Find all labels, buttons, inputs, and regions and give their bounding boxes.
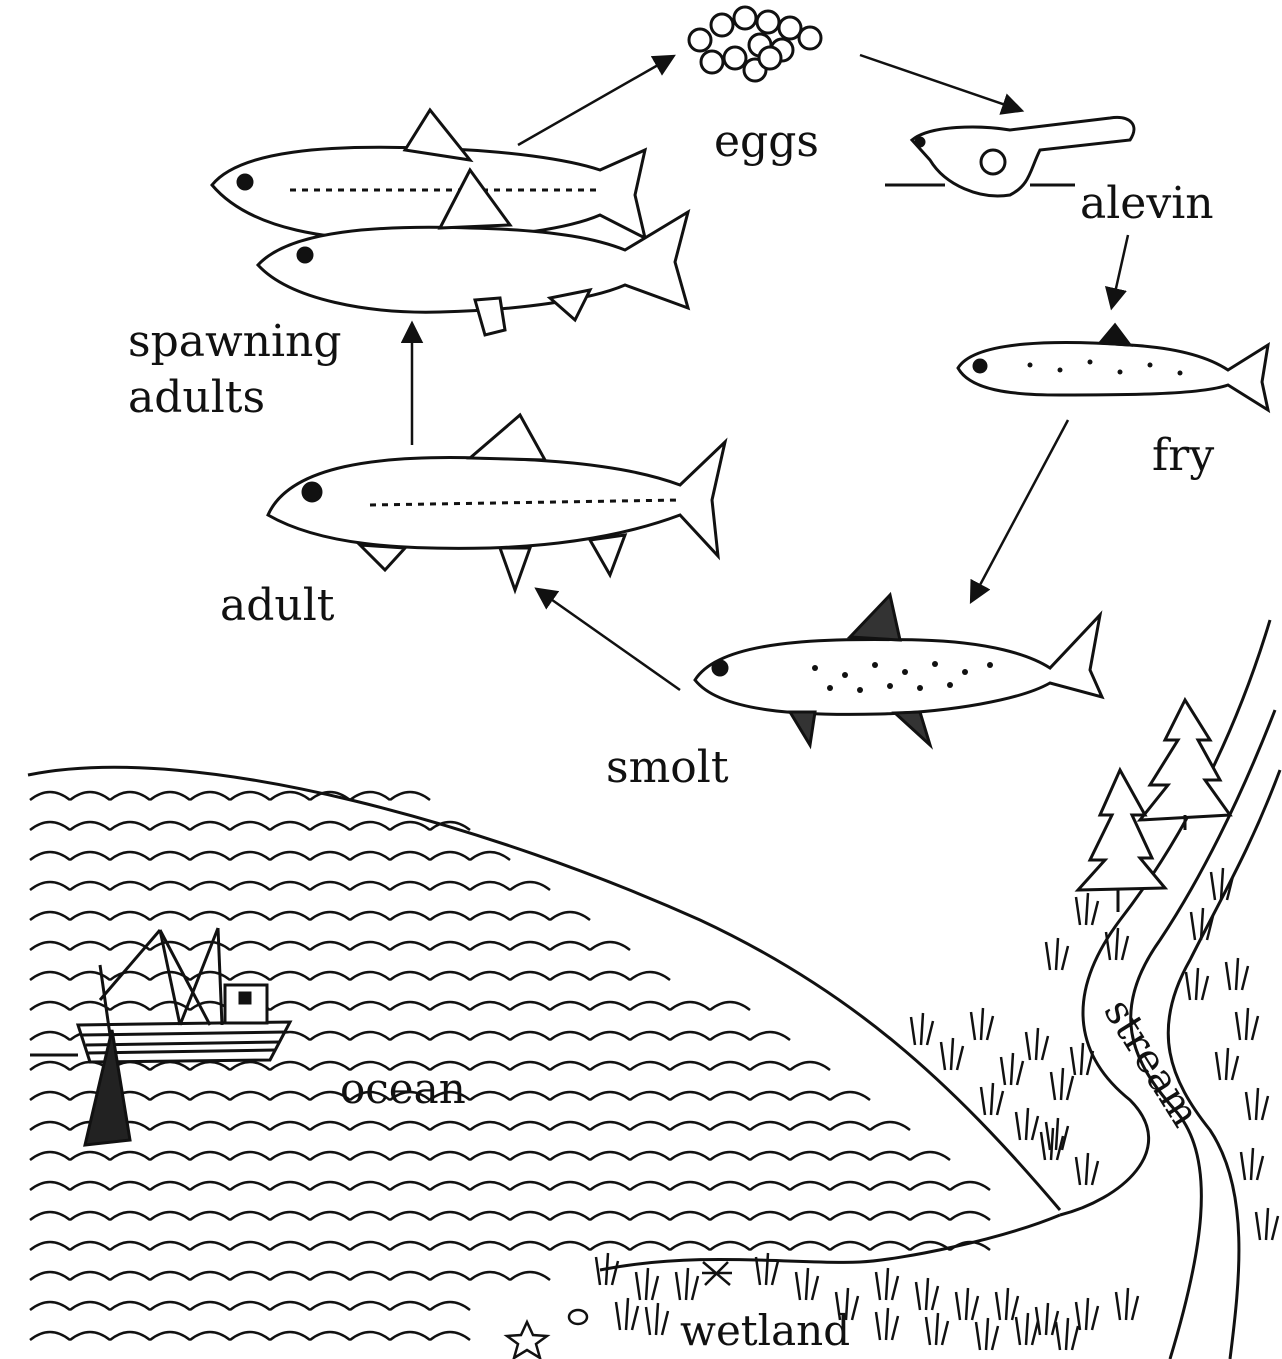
label-ocean: ocean [340, 1064, 466, 1113]
grass-tuft [1236, 1008, 1258, 1040]
grass-tuft [1076, 1153, 1098, 1185]
wave-row [30, 1332, 470, 1340]
grass-tuft [996, 1288, 1018, 1320]
egg [711, 14, 733, 36]
wave-row [30, 1272, 550, 1280]
grass-tuft [876, 1268, 898, 1300]
smolt-illustration [695, 595, 1102, 745]
egg [757, 11, 779, 33]
egg [701, 51, 723, 73]
wave-row [30, 972, 670, 980]
wave-row [30, 822, 470, 830]
grass-tuft [676, 1268, 698, 1300]
label-eggs: eggs [714, 116, 819, 167]
label-spawning-line1: spawning [128, 316, 342, 367]
grass-tuft [636, 1268, 658, 1300]
grass-tuft [1046, 1118, 1068, 1150]
grass-tuft [1256, 1208, 1278, 1240]
grass-tuft [981, 1083, 1003, 1115]
wave-row [30, 852, 510, 860]
egg [799, 27, 821, 49]
grass-tuft [1056, 1318, 1078, 1350]
label-smolt: smolt [606, 742, 729, 793]
grass-tuft [1246, 1088, 1268, 1120]
grass-tuft [941, 1038, 963, 1070]
ocean-shoreline [28, 767, 1060, 1210]
egg [734, 7, 756, 29]
grass-tuft [956, 1288, 978, 1320]
grass-tuft [1076, 1298, 1098, 1330]
label-alevin: alevin [1080, 178, 1214, 229]
grass-tuft [876, 1308, 898, 1340]
label-stream: stream [1095, 991, 1209, 1135]
tree-illustrations [1078, 700, 1230, 912]
snail-icon [569, 1310, 587, 1324]
wave-row [30, 912, 590, 920]
grass-tuft [1046, 938, 1068, 970]
label-wetland: wetland [680, 1306, 850, 1355]
adult-salmon-illustration [268, 415, 725, 590]
fry-illustration [958, 325, 1268, 410]
wave-row [30, 942, 630, 950]
grass-tuft [916, 1278, 938, 1310]
grass-tuft [1026, 1028, 1048, 1060]
wave-row [30, 882, 550, 890]
stream-bank-right [1168, 770, 1280, 1359]
egg [724, 47, 746, 69]
grass-tuft [926, 1313, 948, 1345]
eggs-illustration [689, 7, 821, 81]
grass-tuft [1016, 1313, 1038, 1345]
ocean-waves [30, 792, 990, 1340]
wave-row [30, 1152, 950, 1160]
grass-tuft [646, 1303, 668, 1335]
wave-row [30, 1182, 990, 1190]
label-fry: fry [1152, 430, 1214, 481]
crab-icon [702, 1262, 732, 1285]
grass-tuft [911, 1013, 933, 1045]
grass-tuft [976, 1318, 998, 1350]
grass-tuft [1241, 1148, 1263, 1180]
wave-row [30, 1212, 990, 1220]
tree-icon [1078, 770, 1165, 912]
grass-tuft [1036, 1303, 1058, 1335]
grass-tuft [1116, 1288, 1138, 1320]
grass-tuft [1216, 1048, 1238, 1080]
label-adult: adult [220, 580, 335, 631]
grass-tuft [1226, 958, 1248, 990]
wave-row [30, 1302, 470, 1310]
egg [689, 29, 711, 51]
arrow-eggs-to-alevin [860, 55, 1020, 110]
wave-row [30, 1122, 910, 1130]
fishing-boat-illustration [30, 928, 290, 1145]
grass-tuft [1076, 893, 1098, 925]
starfish-icon [507, 1322, 547, 1358]
grass-tuft [1051, 1068, 1073, 1100]
grass-tuft [616, 1298, 638, 1330]
egg [779, 17, 801, 39]
arrow-alevin-to-fry [1112, 235, 1128, 306]
egg [759, 47, 781, 69]
grass-tuft [796, 1268, 818, 1300]
grass-tuft [1001, 1053, 1023, 1085]
label-spawning-line2: adults [128, 372, 265, 423]
wave-row [30, 1242, 990, 1250]
grass-tuft [1186, 968, 1208, 1000]
grass-tuft [596, 1253, 618, 1285]
arrow-fry-to-smolt [972, 420, 1068, 600]
wave-row [30, 792, 430, 800]
arrow-smolt-to-adult [538, 590, 680, 690]
grass-tuft [756, 1253, 778, 1285]
grass-tuft [1041, 1128, 1063, 1160]
wave-row [30, 1002, 750, 1010]
arrow-spawning-to-eggs [518, 57, 672, 145]
spawning-adults-illustration [212, 110, 688, 335]
tree-icon [1140, 700, 1230, 830]
grass-tuft [1016, 1108, 1038, 1140]
grass-tuft [971, 1008, 993, 1040]
